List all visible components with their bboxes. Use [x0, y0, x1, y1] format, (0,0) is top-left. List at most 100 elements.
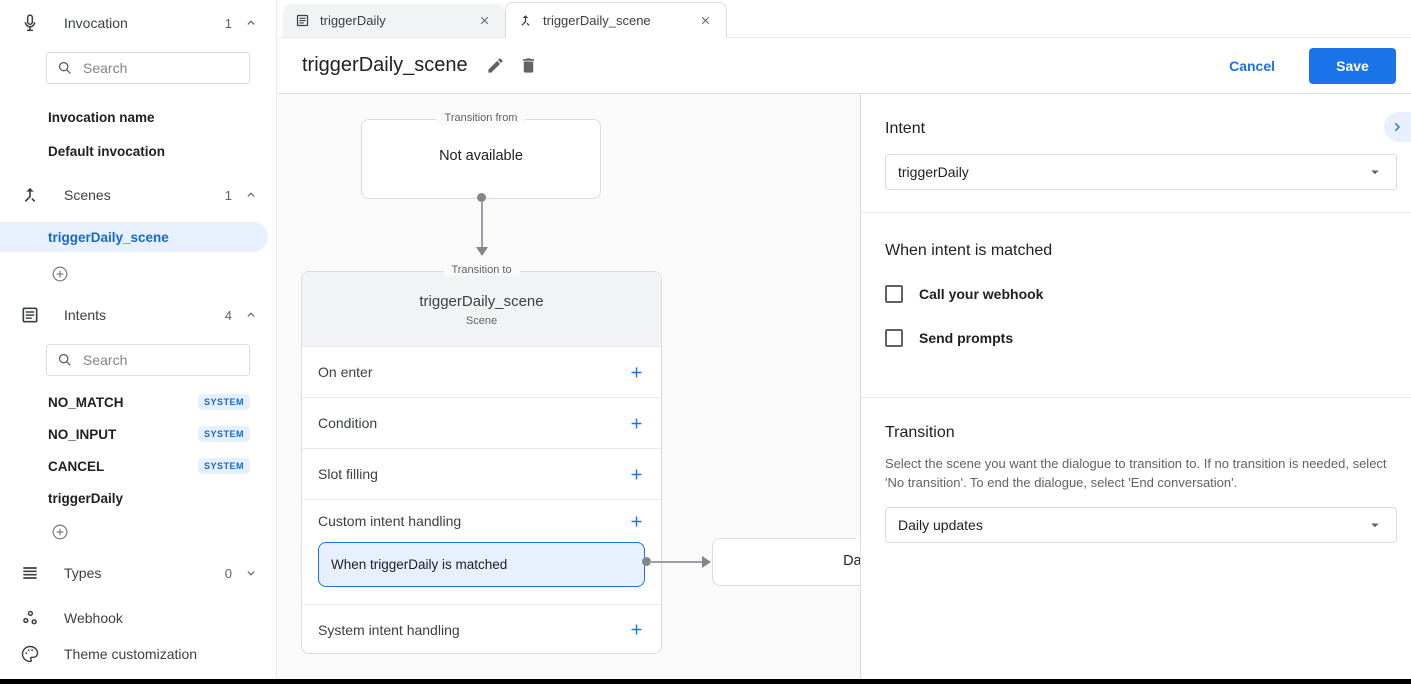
sidebar-item-webhook[interactable]: Webhook: [0, 600, 276, 636]
scene-node-subtitle: Scene: [465, 315, 498, 327]
connector-line: [481, 201, 483, 247]
delete-scene-button[interactable]: [517, 54, 540, 77]
intent-heading: Intent: [885, 120, 926, 137]
sidebar-item-no-input[interactable]: NO_INPUT SYSTEM: [0, 418, 276, 450]
scene-node-title: triggerDaily_scene: [419, 293, 544, 310]
checkbox-unchecked[interactable]: [885, 329, 903, 347]
sidebar-section-types[interactable]: Types 0: [0, 560, 276, 586]
divider: [861, 212, 1411, 213]
call-webhook-option[interactable]: Call your webhook: [885, 285, 1397, 303]
scene-diagram-canvas: Transition from Not available Transition…: [278, 94, 860, 679]
sidebar-item-theme-customization[interactable]: Theme customization: [0, 636, 276, 672]
scene-row-condition: Condition: [302, 397, 661, 448]
intent-handler-item[interactable]: When triggerDaily is matched: [318, 542, 645, 587]
window-bottom-edge: [0, 679, 1411, 684]
close-icon[interactable]: [697, 12, 714, 29]
chevron-up-icon[interactable]: [244, 308, 258, 322]
node-legend: Transition to: [443, 264, 520, 276]
scene-node: Transition to triggerDaily_scene Scene O…: [301, 264, 662, 654]
section-count: 4: [224, 307, 232, 323]
system-badge: SYSTEM: [197, 394, 250, 410]
caret-down-icon: [1366, 516, 1384, 534]
close-icon[interactable]: [476, 12, 493, 29]
arrow-right-icon: [702, 556, 711, 568]
add-intent-button[interactable]: [50, 522, 70, 542]
section-count: 1: [224, 187, 232, 203]
connector-dot: [642, 557, 651, 566]
intent-editor-panel: Intent triggerDaily When intent is match…: [860, 94, 1411, 679]
divider: [861, 397, 1411, 398]
node-graph-icon: [20, 608, 40, 628]
article-icon: [20, 305, 40, 325]
sidebar-section-invocation[interactable]: Invocation 1: [0, 10, 276, 36]
collapse-panel-button[interactable]: [1384, 112, 1411, 142]
list-lines-icon: [20, 563, 40, 583]
scene-row-slot-filling: Slot filling: [302, 448, 661, 499]
microphone-icon: [20, 13, 40, 33]
sidebar-item-no-match[interactable]: NO_MATCH SYSTEM: [0, 386, 276, 418]
transition-dropdown-value: Daily updates: [898, 517, 983, 533]
article-icon: [295, 13, 310, 28]
add-on-enter-button[interactable]: [628, 364, 645, 381]
add-slot-filling-button[interactable]: [628, 466, 645, 483]
search-input[interactable]: [83, 60, 213, 76]
scene-node-header: triggerDaily_scene Scene: [302, 272, 661, 346]
sidebar-item-default-invocation[interactable]: Default invocation: [48, 144, 166, 159]
search-input[interactable]: [83, 352, 213, 368]
system-badge: SYSTEM: [197, 426, 250, 442]
sidebar-item-cancel[interactable]: CANCEL SYSTEM: [0, 450, 276, 482]
section-label: Scenes: [64, 187, 111, 203]
tab-triggerdaily-scene[interactable]: triggerDaily_scene: [505, 2, 727, 38]
tab-label: triggerDaily_scene: [543, 13, 651, 28]
intents-search[interactable]: [46, 344, 250, 376]
edit-scene-button[interactable]: [484, 54, 507, 77]
checkbox-unchecked[interactable]: [885, 285, 903, 303]
transition-description: Select the scene you want the dialogue t…: [885, 456, 1387, 490]
chevron-up-icon[interactable]: [244, 188, 258, 202]
merge-arrows-icon: [20, 185, 40, 205]
add-system-intent-button[interactable]: [628, 621, 645, 638]
section-label: Invocation: [64, 15, 128, 31]
transition-from-node: Transition from Not available: [361, 112, 601, 199]
cancel-button[interactable]: Cancel: [1229, 57, 1275, 74]
transition-from-value: Not available: [439, 148, 523, 164]
connector-dot: [477, 193, 486, 202]
invocation-search[interactable]: [46, 52, 250, 84]
sidebar-item-invocation-name[interactable]: Invocation name: [48, 110, 155, 125]
when-intent-matched-heading: When intent is matched: [885, 242, 1053, 259]
transition-heading: Transition: [885, 424, 955, 441]
transition-target-node[interactable]: Transition Daily updates: [712, 531, 860, 586]
add-custom-intent-button[interactable]: [628, 513, 645, 530]
node-legend: Transition: [855, 531, 860, 543]
sidebar-item-account-linking[interactable]: Account linking: [0, 672, 276, 679]
transition-target-value: Daily updates: [843, 553, 860, 569]
search-icon: [57, 60, 73, 76]
sidebar-item-triggerdaily-scene[interactable]: triggerDaily_scene: [0, 222, 268, 252]
chevron-down-icon[interactable]: [244, 566, 258, 580]
sidebar: Invocation 1 Invocation name Default inv…: [0, 0, 277, 679]
intent-dropdown[interactable]: triggerDaily: [885, 154, 1397, 190]
connector-line: [649, 561, 702, 563]
chevron-up-icon[interactable]: [244, 16, 258, 30]
scene-row-on-enter: On enter: [302, 346, 661, 397]
main-area: triggerDaily triggerDaily_scene triggerD…: [278, 0, 1411, 679]
scene-row-system-intent-handling: System intent handling: [302, 604, 661, 654]
sidebar-section-intents[interactable]: Intents 4: [0, 302, 276, 328]
tab-bar: triggerDaily triggerDaily_scene: [278, 0, 1411, 38]
transition-dropdown[interactable]: Daily updates: [885, 507, 1397, 543]
caret-down-icon: [1366, 163, 1384, 181]
sidebar-section-scenes[interactable]: Scenes 1: [0, 182, 276, 208]
send-prompts-option[interactable]: Send prompts: [885, 329, 1397, 347]
search-icon: [57, 352, 73, 368]
page-header: triggerDaily_scene Cancel Save: [278, 38, 1411, 94]
system-badge: SYSTEM: [197, 458, 250, 474]
merge-arrows-icon: [518, 13, 533, 28]
scene-row-custom-intent-handling: Custom intent handling: [302, 499, 661, 542]
tab-triggerdaily[interactable]: triggerDaily: [283, 4, 505, 37]
section-label: Types: [64, 565, 102, 581]
section-count: 0: [224, 565, 232, 581]
save-button[interactable]: Save: [1309, 47, 1396, 84]
add-scene-button[interactable]: [50, 264, 70, 284]
add-condition-button[interactable]: [628, 415, 645, 432]
sidebar-item-triggerdaily[interactable]: triggerDaily: [48, 490, 124, 506]
